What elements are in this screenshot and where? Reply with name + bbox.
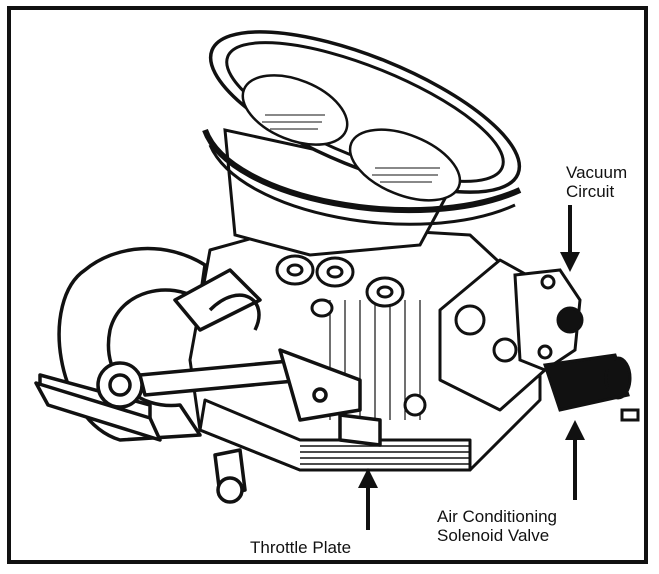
label-vacuum-circuit: Vacuum Circuit [566,163,627,201]
bore-shading [262,114,440,183]
label-vacuum-circuit-line2: Circuit [566,182,615,201]
label-vacuum-circuit-line1: Vacuum [566,163,628,182]
throttle-body-housing [188,223,547,472]
throttle-linkage-cam [34,246,382,504]
ac-solenoid-valve [513,268,640,422]
label-throttle-plate: Throttle Plate [250,538,352,557]
label-ac-solenoid-line2: Solenoid Valve [437,526,550,545]
air-horn [202,30,522,226]
callout-arrows [358,205,585,530]
label-air-conditioning-solenoid-valve: Air Conditioning Solenoid Valve [437,507,557,545]
label-ac-solenoid-line1: Air Conditioning [437,507,558,526]
vacuum-ports [275,254,405,318]
